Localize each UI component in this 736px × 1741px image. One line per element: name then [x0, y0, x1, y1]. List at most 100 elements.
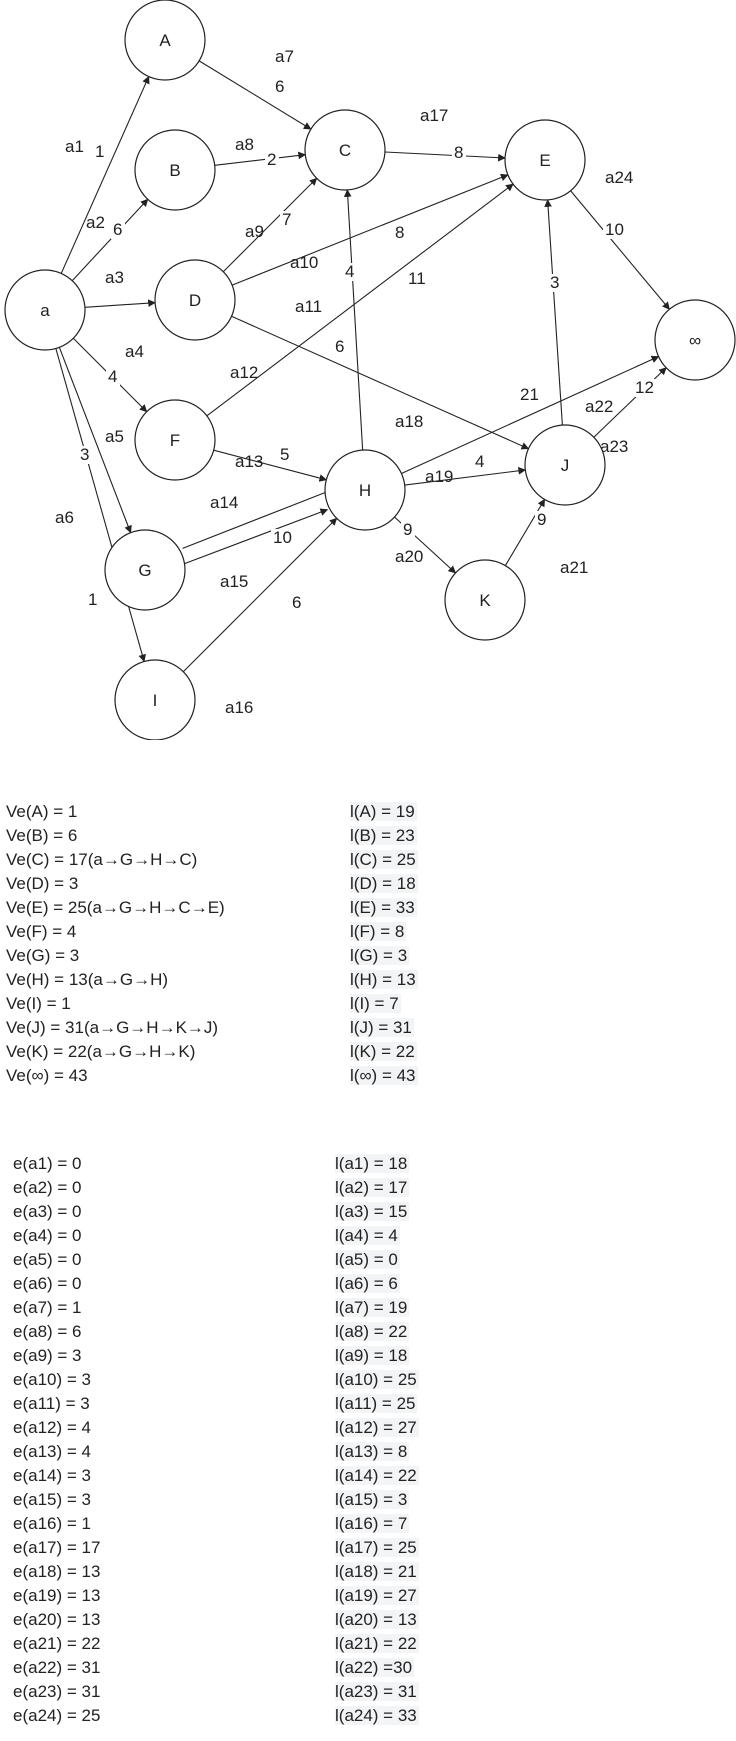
edge-label-a3: a3 — [105, 268, 124, 287]
node-circle — [104, 529, 186, 611]
edge-weight-bg — [603, 221, 627, 239]
edge-label-a21: a21 — [560, 558, 588, 577]
node-label: C — [339, 141, 351, 160]
edge-a10-line — [231, 173, 509, 286]
l-list-item: l(a6) = 6 — [335, 1274, 400, 1293]
vl-list-item: l(∞) = 43 — [350, 1066, 418, 1085]
node-J: J — [524, 424, 606, 506]
e-list-item: e(a3) = 0 — [13, 1202, 82, 1221]
node-circle — [124, 0, 206, 81]
e-list-item: e(a9) = 3 — [13, 1346, 82, 1365]
edge-label-a4: a4 — [125, 342, 144, 361]
edge-label-a11: a11 — [295, 297, 322, 316]
e-list-item: e(a12) = 4 — [13, 1418, 91, 1437]
edge-weight-bg — [393, 224, 407, 242]
ve-list-item: Ve(B) = 6 — [6, 826, 78, 845]
e-list-item: e(a17) = 17 — [13, 1538, 101, 1557]
edge-label-a1: a1 — [65, 137, 84, 156]
e-list-item: e(a13) = 4 — [13, 1442, 91, 1461]
vl-list-item: l(K) = 22 — [350, 1042, 417, 1061]
node-label: J — [561, 456, 570, 475]
edge-a17-line — [384, 151, 506, 162]
edge-weight-a11: 6 — [335, 337, 344, 356]
ve-list-item: Ve(D) = 3 — [6, 874, 79, 893]
edge-weight-a12: 11 — [408, 269, 426, 288]
edge-a1-line — [60, 75, 150, 274]
edge-weight-a13: 5 — [280, 445, 289, 464]
e-list-item: e(a22) = 31 — [13, 1658, 101, 1677]
l-list-item: l(a3) = 15 — [335, 1202, 410, 1221]
edge-weight-a5: 3 — [80, 445, 89, 464]
edge-a21-line — [504, 498, 546, 566]
l-list-item: l(a22) =30 — [335, 1658, 415, 1677]
edge-label-a2: a2 — [86, 213, 105, 232]
edge-weight-a1: 1 — [95, 142, 104, 161]
vl-list-item: l(G) = 3 — [350, 946, 410, 965]
edge-weight-a22: 3 — [550, 273, 559, 292]
edge-label-a7: a7 — [275, 47, 294, 66]
l-list-item: l(a15) = 3 — [335, 1490, 410, 1509]
edge-weight-a9: 7 — [282, 210, 291, 229]
vl-list-item: l(B) = 23 — [350, 826, 417, 845]
ve-list-item: Ve(∞) = 43 — [6, 1066, 88, 1085]
edge-a24-line — [570, 190, 670, 310]
edge-weight-bg — [265, 151, 279, 169]
node-G: G — [104, 529, 186, 611]
edge-label-a13: a13 — [235, 452, 263, 471]
edge-weight-a2: 6 — [113, 220, 122, 239]
node-label: I — [153, 691, 158, 710]
edge-weight-bg — [473, 453, 487, 471]
e-list-item: e(a24) = 25 — [13, 1706, 101, 1725]
node-label: A — [159, 31, 171, 50]
edge-a16-line — [182, 517, 338, 673]
e-list-item: e(a15) = 3 — [13, 1490, 91, 1509]
node-label: G — [138, 561, 151, 580]
edge-a8-line — [214, 151, 307, 166]
edge-label-a19: a19 — [425, 467, 453, 486]
l-list-item: l(a23) = 31 — [335, 1682, 419, 1701]
edge-weight-bg — [273, 78, 287, 96]
edge-label-a9: a9 — [245, 222, 264, 241]
ve-list-item: Ve(C) = 17(a→G→H→C) — [6, 850, 198, 869]
edge-weight-a8: 2 — [267, 150, 276, 169]
ve-list-item: Ve(J) = 31(a→G→H→K→J) — [6, 1018, 219, 1037]
l-list-item: l(a20) = 13 — [335, 1610, 419, 1629]
node-B: B — [134, 129, 216, 211]
node-circle — [114, 659, 196, 740]
edge-label-a10: a10 — [290, 253, 318, 272]
node-D: D — [154, 259, 236, 341]
edge-label-a15: a15 — [220, 572, 248, 591]
l-list-item: l(a21) = 22 — [335, 1634, 419, 1653]
edge-weight-bg — [333, 338, 347, 356]
node-circle — [134, 129, 216, 211]
node-A: A — [124, 0, 206, 81]
edge-a18-line — [343, 189, 364, 451]
node-circle — [304, 109, 386, 191]
e-list-item: e(a7) = 1 — [13, 1298, 82, 1317]
e-list-item: e(a14) = 3 — [13, 1466, 91, 1485]
e-list-item: e(a18) = 13 — [13, 1562, 101, 1581]
l-list-item: l(a9) = 18 — [335, 1346, 410, 1365]
edge-a15-line — [182, 508, 329, 565]
l-list-item: l(a10) = 25 — [335, 1370, 419, 1389]
e-list-item: e(a2) = 0 — [13, 1178, 82, 1197]
node-label: H — [359, 481, 371, 500]
l-list-item: l(a8) = 22 — [335, 1322, 410, 1341]
l-list-item: l(a12) = 27 — [335, 1418, 419, 1437]
edge-weight-bg — [78, 446, 92, 464]
edge-a7-line — [198, 60, 312, 130]
edge-a11-line — [231, 315, 530, 450]
edge-a18b-line — [401, 355, 660, 474]
e-list-item: e(a16) = 1 — [13, 1514, 91, 1533]
edge-weight-bg — [93, 143, 107, 161]
edge-weight-a21: 9 — [537, 510, 546, 529]
edge-weight-a10: 8 — [395, 223, 404, 242]
edge-label-a17: a17 — [420, 106, 448, 125]
e-list-item: e(a19) = 13 — [13, 1586, 101, 1605]
edge-label-a23: a23 — [600, 437, 628, 456]
edge-weight-bg — [633, 379, 657, 397]
vl-list-item: l(D) = 18 — [350, 874, 418, 893]
edge-a12-line — [206, 183, 514, 417]
